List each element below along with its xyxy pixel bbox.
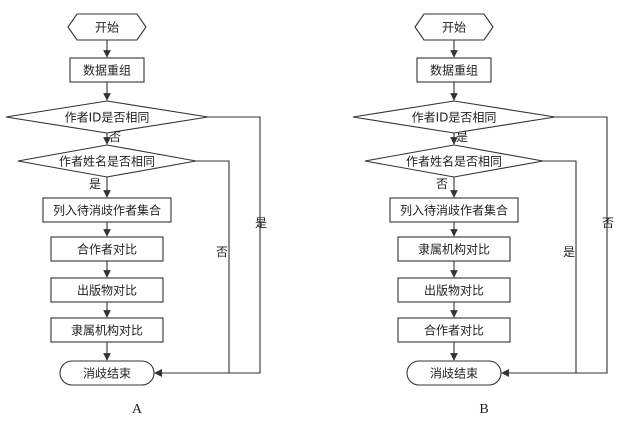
process-node-p3 <box>50 277 164 303</box>
process-node-regroup <box>416 57 492 83</box>
edge-label-d_name-p1: 否 <box>436 177 448 191</box>
node-label-d_id: 作者ID是否相同 <box>412 111 497 125</box>
process-node-p2 <box>397 236 511 262</box>
node-label-p3: 出版物对比 <box>424 284 484 298</box>
decision-node-d_id <box>5 100 209 134</box>
process-node-p2 <box>50 236 164 262</box>
node-label-end: 消歧结束 <box>430 367 478 381</box>
process-node-regroup <box>69 57 145 83</box>
edge-d_name-end <box>501 160 577 377</box>
node-label-p2: 合作者对比 <box>77 242 137 257</box>
node-label-start: 开始 <box>442 21 466 35</box>
edge-d_name-end <box>154 160 230 377</box>
flowchart-caption: A <box>132 402 143 417</box>
node-label-d_name: 作者姓名是否相同 <box>406 154 502 169</box>
process-node-p1 <box>42 197 172 223</box>
process-node-p4 <box>397 317 511 343</box>
flowchart-caption: B <box>479 402 488 417</box>
process-node-p4 <box>50 317 164 343</box>
edge-label-d_id-end: 否 <box>602 216 614 230</box>
decision-node-d_name <box>364 144 544 178</box>
node-label-p4: 合作者对比 <box>424 323 484 338</box>
edge-label-d_id-end: 是 <box>255 216 267 230</box>
edge-label-d_id-d_name: 否 <box>109 130 121 144</box>
process-node-p3 <box>397 277 511 303</box>
flowchart-b: 是否是否开始数据重组作者ID是否相同作者姓名是否相同列入待消歧作者集合隶属机构对… <box>352 13 614 417</box>
edge-label-d_name-end: 是 <box>563 245 575 259</box>
node-label-p1: 列入待消歧作者集合 <box>400 203 508 218</box>
edge-label-d_id-d_name: 是 <box>456 130 468 144</box>
end-node <box>406 360 502 386</box>
start-node <box>67 13 147 41</box>
node-label-regroup: 数据重组 <box>83 63 131 78</box>
node-label-p2: 隶属机构对比 <box>418 242 490 257</box>
node-label-regroup: 数据重组 <box>430 63 478 78</box>
node-label-p4: 隶属机构对比 <box>71 323 143 338</box>
decision-node-d_name <box>17 144 197 178</box>
decision-node-d_id <box>352 100 556 134</box>
edge-d_id-end <box>154 116 261 377</box>
edge-label-d_name-p1: 是 <box>89 177 101 191</box>
edge-label-d_name-end: 否 <box>216 245 228 259</box>
edge-d_id-end <box>501 116 608 377</box>
process-node-p1 <box>389 197 519 223</box>
node-label-d_id: 作者ID是否相同 <box>65 111 150 125</box>
start-node <box>414 13 494 41</box>
node-label-end: 消歧结束 <box>83 367 131 381</box>
flowchart-a: 否是否是开始数据重组作者ID是否相同作者姓名是否相同列入待消歧作者集合合作者对比… <box>5 13 267 417</box>
end-node <box>59 360 155 386</box>
node-label-p1: 列入待消歧作者集合 <box>53 203 161 218</box>
node-label-d_name: 作者姓名是否相同 <box>59 154 155 169</box>
node-label-p3: 出版物对比 <box>77 284 137 298</box>
node-label-start: 开始 <box>95 21 119 35</box>
